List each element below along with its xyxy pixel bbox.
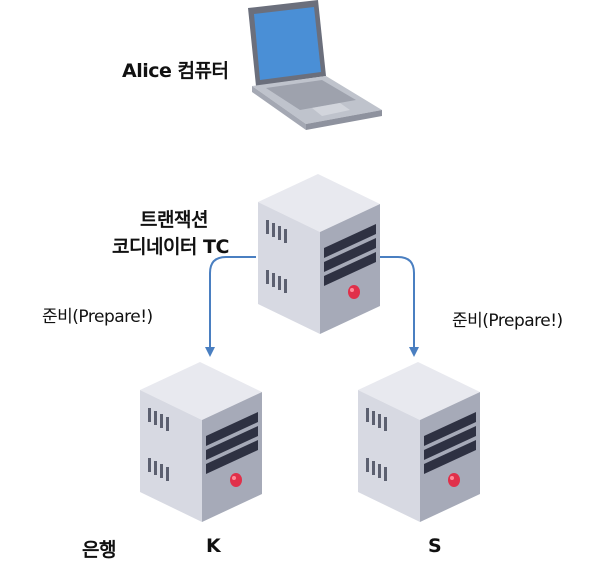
arrow-to-s bbox=[380, 256, 419, 357]
coordinator-label-line1: 트랜잭션 bbox=[140, 209, 208, 231]
bank-row-label: 은행 bbox=[82, 539, 116, 561]
bank-s-label: S bbox=[428, 535, 442, 557]
laptop-icon bbox=[248, 0, 382, 130]
coordinator-server-icon bbox=[258, 174, 380, 334]
bank-k-label: K bbox=[206, 535, 221, 557]
alice-computer-label: Alice 컴퓨터 bbox=[122, 60, 229, 82]
bank-s-server-icon bbox=[358, 362, 480, 522]
coordinator-label-line2: 코디네이터 TC bbox=[112, 236, 229, 258]
arrow-to-k bbox=[205, 256, 256, 357]
prepare-label-k: 준비(Prepare!) bbox=[42, 307, 153, 327]
bank-k-server-icon bbox=[140, 362, 262, 522]
prepare-label-s: 준비(Prepare!) bbox=[452, 311, 563, 331]
